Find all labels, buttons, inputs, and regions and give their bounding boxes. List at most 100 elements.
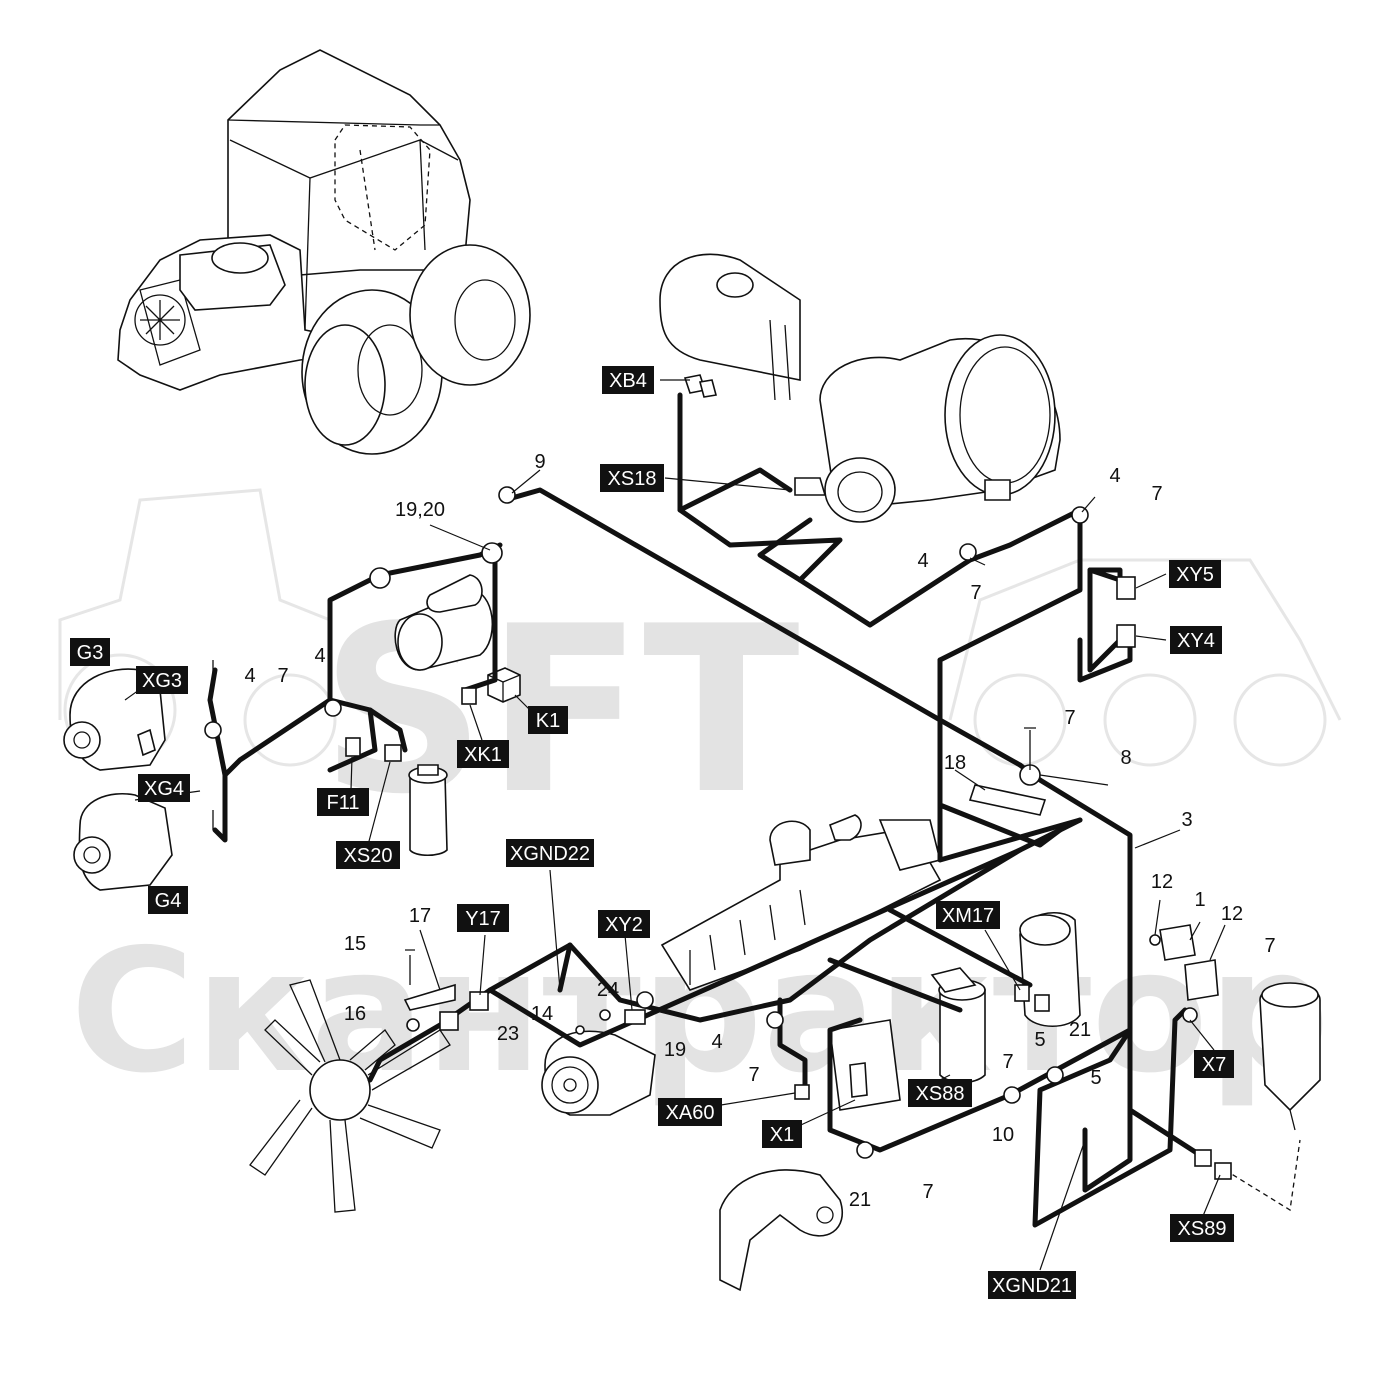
tag-xg3: XG3 [136, 666, 188, 694]
callout-c7b: 7 [1151, 483, 1162, 505]
tag-box [138, 774, 190, 802]
callout-c7h: 7 [1002, 1051, 1013, 1073]
callout-c21b: 21 [849, 1189, 871, 1211]
tag-text: XA60 [666, 1102, 715, 1124]
ac-compressor [541, 1030, 656, 1116]
tag-xy4: XY4 [1170, 626, 1222, 654]
tag-xs88: XS88 [908, 1079, 972, 1107]
ecu-module [829, 1019, 901, 1111]
tag-box [457, 904, 509, 932]
tag-box [317, 788, 369, 816]
tag-box [762, 1120, 802, 1148]
tag-box [1170, 1214, 1234, 1242]
callout-c14: 14 [531, 1003, 553, 1025]
watermark-tractor-outline-icon [58, 488, 1342, 767]
tag-box [506, 839, 594, 867]
tag-f11: F11 [317, 788, 369, 816]
tag-box [1169, 560, 1221, 588]
tag-k1: K1 [528, 706, 568, 734]
callout-c4c: 4 [1109, 465, 1120, 487]
tag-text: Y17 [465, 908, 501, 930]
callout-c12a: 12 [1151, 871, 1173, 893]
callout-c19: 19 [664, 1039, 686, 1061]
fuel-filter [408, 764, 448, 857]
callout-c7f: 7 [748, 1064, 759, 1086]
tag-box [1170, 626, 1222, 654]
tag-text: XK1 [464, 744, 502, 766]
callout-c4b: 4 [314, 645, 325, 667]
tag-box [936, 901, 1000, 929]
tag-text: XG4 [144, 778, 184, 800]
tag-text: XS88 [916, 1083, 965, 1105]
fuel-pump [1019, 912, 1081, 1027]
tag-box [336, 841, 400, 869]
tag-y17: Y17 [457, 904, 509, 932]
tag-box [1194, 1050, 1234, 1078]
air-filter-assembly [659, 253, 1061, 523]
tag-text: XG3 [142, 670, 182, 692]
tag-xk1: XK1 [457, 740, 509, 768]
tag-text: K1 [536, 710, 560, 732]
tractor-overview [117, 49, 531, 455]
callout-c24: 24 [597, 979, 619, 1001]
fuel-separator [930, 967, 1321, 1131]
callout-c10: 10 [992, 1124, 1014, 1146]
alternator-g4 [73, 793, 173, 891]
tag-text: X7 [1202, 1054, 1226, 1076]
dashed-fuel-line [1224, 1139, 1301, 1212]
callout-c7e: 7 [1264, 935, 1275, 957]
tag-text: XY2 [605, 914, 643, 936]
tag-box [598, 910, 650, 938]
callout-c21a: 21 [1069, 1019, 1091, 1041]
callout-c5b: 5 [1090, 1067, 1101, 1089]
tag-text: XGND21 [992, 1275, 1072, 1297]
tag-text: XM17 [942, 905, 994, 927]
tag-xs20: XS20 [336, 841, 400, 869]
tag-box [658, 1098, 722, 1126]
tag-xs89: XS89 [1170, 1214, 1234, 1242]
callout-c7g: 7 [922, 1181, 933, 1203]
starter-motor [394, 574, 494, 671]
tag-text: XS20 [344, 845, 393, 867]
tag-text: XY5 [1176, 564, 1214, 586]
tag-box [908, 1079, 972, 1107]
tag-xg4: XG4 [138, 774, 190, 802]
tag-text: XY4 [1177, 630, 1215, 652]
tag-box [457, 740, 509, 768]
leader-lines [124, 379, 1226, 1271]
tag-g3: G3 [70, 638, 110, 666]
connectors [204, 486, 1232, 1180]
tag-box [600, 464, 664, 492]
callout-c23: 23 [497, 1023, 519, 1045]
callout-c4a: 4 [244, 665, 255, 687]
callout-c8: 8 [1120, 747, 1131, 769]
wiring-harness [207, 392, 1203, 1228]
tag-xgnd22: XGND22 [506, 839, 594, 867]
fan-blades [249, 979, 451, 1213]
tag-box [988, 1271, 1076, 1299]
solenoid-bracket [968, 784, 1219, 1001]
tag-xy5: XY5 [1169, 560, 1221, 588]
callout-c5a: 5 [1034, 1029, 1045, 1051]
tag-xm17: XM17 [936, 901, 1000, 929]
intake-manifold [660, 814, 942, 991]
callout-c4d: 4 [917, 550, 928, 572]
tag-x1: X1 [762, 1120, 802, 1148]
tag-x7: X7 [1194, 1050, 1234, 1078]
tag-text: X1 [770, 1124, 794, 1146]
callout-c12b: 12 [1221, 903, 1243, 925]
tag-text: XGND22 [510, 843, 590, 865]
callout-c1920: 19,20 [395, 499, 445, 521]
tag-box [528, 706, 568, 734]
tag-xgnd21: XGND21 [988, 1271, 1076, 1299]
tag-text: XS89 [1178, 1218, 1227, 1240]
callout-c7a: 7 [277, 665, 288, 687]
tag-xb4: XB4 [602, 366, 654, 394]
callout-c3: 3 [1181, 809, 1192, 831]
tag-box [70, 638, 110, 666]
tag-xa60: XA60 [658, 1098, 722, 1126]
tag-xs18: XS18 [600, 464, 664, 492]
